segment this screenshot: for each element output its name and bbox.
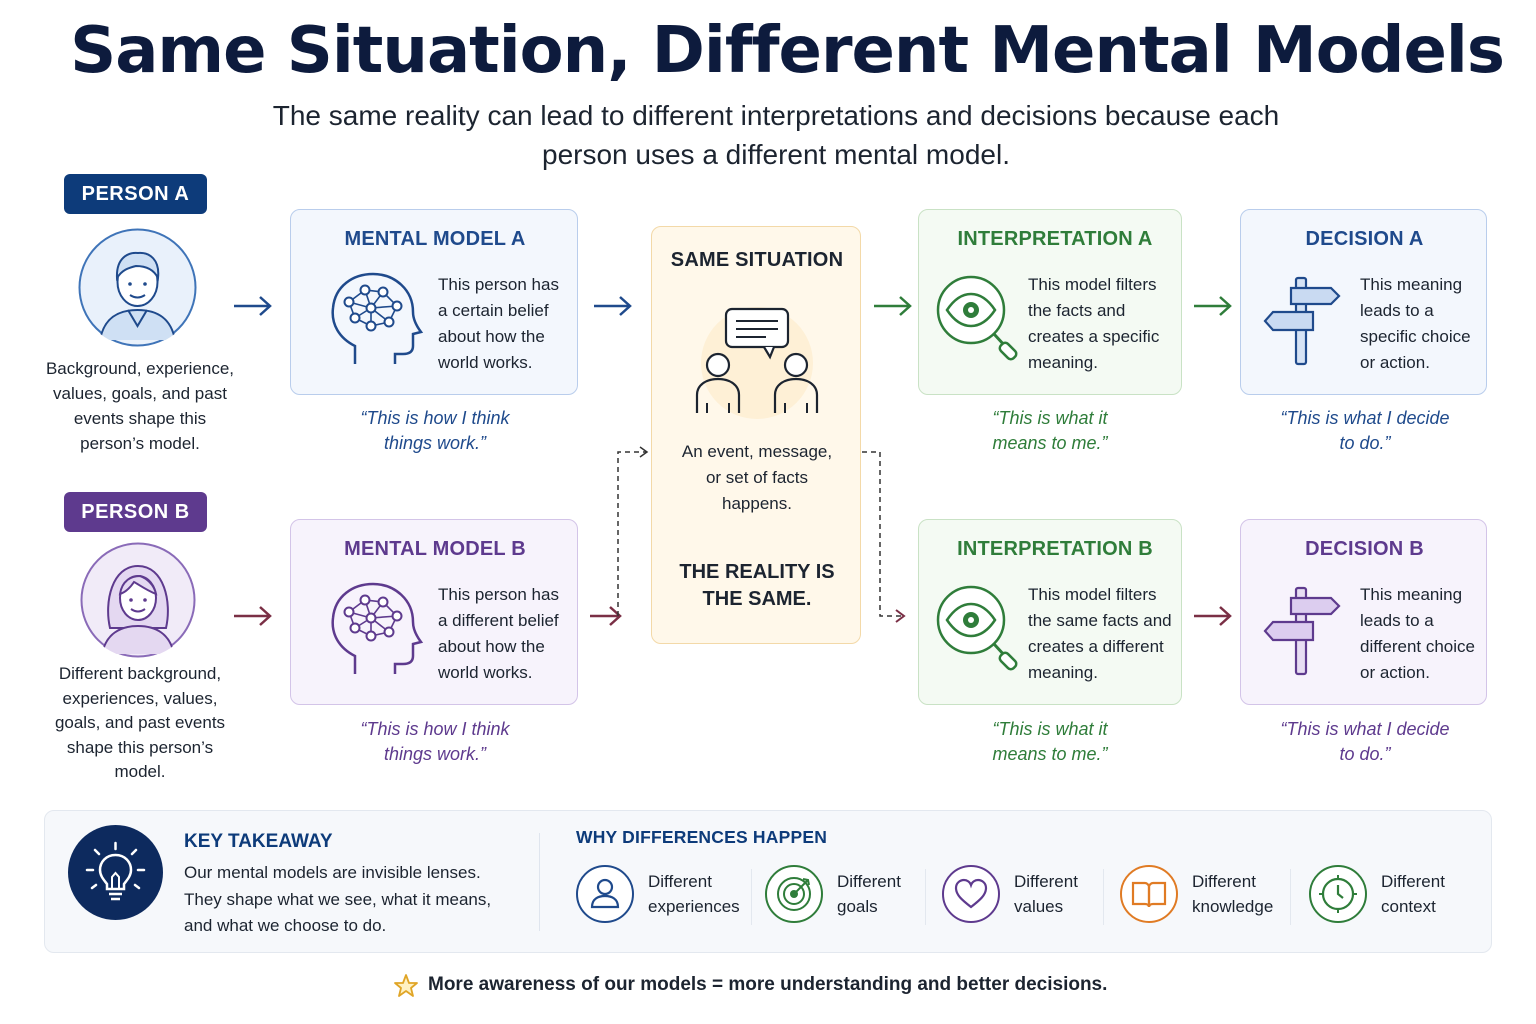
footer: More awareness of our models = more unde… (393, 972, 1153, 1002)
page-title: Same Situation, Different Mental Models (70, 14, 1505, 88)
person-a-badge: PERSON A (64, 174, 207, 214)
person-a-description: Background, experience, values, goals, a… (45, 359, 235, 453)
same-situation-body: An event, message, or set of facts happe… (681, 442, 833, 513)
heart-icon (942, 865, 1000, 923)
why-item-context: Different context (1309, 865, 1469, 927)
why-item-goals: Different goals (765, 865, 925, 927)
page-subtitle: The same reality can lead to different i… (272, 100, 1280, 170)
same-situation-title: SAME SITUATION (670, 249, 844, 271)
person-b-description: Different background, experiences, value… (54, 664, 226, 781)
signpost-icon (1263, 586, 1341, 676)
interpretation-a-body: This model filters the facts and creates… (1028, 275, 1160, 372)
mental-model-a-body: This person has a certain belief about h… (438, 275, 559, 372)
brain-network-icon (331, 272, 424, 364)
interpretation-a-quote: “This is what it means to me.” (992, 408, 1108, 453)
item-divider (1103, 869, 1104, 925)
why-item-label: Different context (1381, 872, 1445, 916)
decision-b-quote: “This is what I decide to do.” (1280, 719, 1450, 764)
eye-magnifier-icon (936, 275, 1018, 361)
mental-model-b-title: MENTAL MODEL B (344, 538, 526, 560)
panel-divider (539, 833, 540, 931)
dashed-connector-right (862, 451, 906, 623)
interpretation-a-title: INTERPRETATION A (957, 228, 1153, 250)
why-item-experiences: Different experiences (576, 865, 754, 927)
why-item-label: Different goals (837, 872, 901, 916)
arrow-b-1 (234, 606, 272, 626)
decision-b-body: This meaning leads to a different choice… (1360, 585, 1475, 682)
arrow-a-3 (874, 296, 912, 316)
decision-a-title: DECISION A (1305, 228, 1424, 250)
eye-magnifier-icon (936, 585, 1018, 671)
decision-b-title: DECISION B (1305, 538, 1424, 560)
person-a-avatar (78, 228, 197, 347)
item-divider (751, 869, 752, 925)
mental-model-b-body: This person has a different belief about… (438, 585, 559, 682)
takeaway-panel: KEY TAKEAWAY Our mental models are invis… (44, 810, 1492, 953)
interpretation-b-card: INTERPRETATION B This model filters the … (918, 519, 1182, 705)
arrow-a-2 (594, 296, 632, 316)
mental-model-a-title: MENTAL MODEL A (344, 228, 526, 250)
conversation-icon (695, 307, 819, 419)
why-item-knowledge: Different knowledge (1120, 865, 1300, 927)
interpretation-b-body: This model filters the same facts and cr… (1028, 585, 1172, 682)
decision-a-quote: “This is what I decide to do.” (1280, 408, 1450, 453)
decision-b-card: DECISION B This meaning leads to a diffe… (1240, 519, 1487, 705)
mental-model-a-card: MENTAL MODEL A This person has a certain… (290, 209, 578, 395)
star-icon (394, 974, 418, 997)
item-divider (1290, 869, 1291, 925)
person-icon (576, 865, 634, 923)
dashed-connector-left (617, 446, 649, 616)
footer-text: More awareness of our models = more unde… (428, 974, 1108, 995)
why-item-label: Different knowledge (1192, 872, 1274, 916)
book-icon (1120, 865, 1178, 923)
key-takeaway-body: Our mental models are invisible lenses. … (184, 863, 492, 935)
key-takeaway-title: KEY TAKEAWAY (184, 831, 333, 852)
why-item-label: Different experiences (648, 872, 740, 916)
target-icon (765, 865, 823, 923)
mental-model-b-quote: “This is how I think things work.” (360, 719, 510, 764)
interpretation-a-card: INTERPRETATION A This model filters the … (918, 209, 1182, 395)
arrow-b-4 (1194, 606, 1232, 626)
signpost-icon (1263, 276, 1341, 366)
arrow-a-1 (234, 296, 272, 316)
decision-a-card: DECISION A This meaning leads to a speci… (1240, 209, 1487, 395)
why-item-values: Different values (942, 865, 1102, 927)
same-situation-card: SAME SITUATION An event, message, or set… (651, 226, 861, 644)
interpretation-b-quote: “This is what it means to me.” (992, 719, 1108, 764)
item-divider (925, 869, 926, 925)
why-item-label: Different values (1014, 872, 1078, 916)
clock-icon (1309, 865, 1367, 923)
mental-model-b-card: MENTAL MODEL B This person has a differe… (290, 519, 578, 705)
arrow-a-4 (1194, 296, 1232, 316)
why-differences-title: WHY DIFFERENCES HAPPEN (576, 827, 828, 847)
person-b-avatar (80, 542, 196, 658)
mental-model-a-quote: “This is how I think things work.” (360, 408, 510, 453)
reality-statement: THE REALITY IS THE SAME. (679, 561, 835, 610)
arrow-b-2 (590, 606, 622, 626)
lightbulb-icon (68, 825, 163, 920)
person-b-badge: PERSON B (64, 492, 207, 532)
brain-network-icon (331, 582, 424, 674)
decision-a-body: This meaning leads to a specific choice … (1360, 275, 1471, 372)
interpretation-b-title: INTERPRETATION B (957, 538, 1153, 560)
